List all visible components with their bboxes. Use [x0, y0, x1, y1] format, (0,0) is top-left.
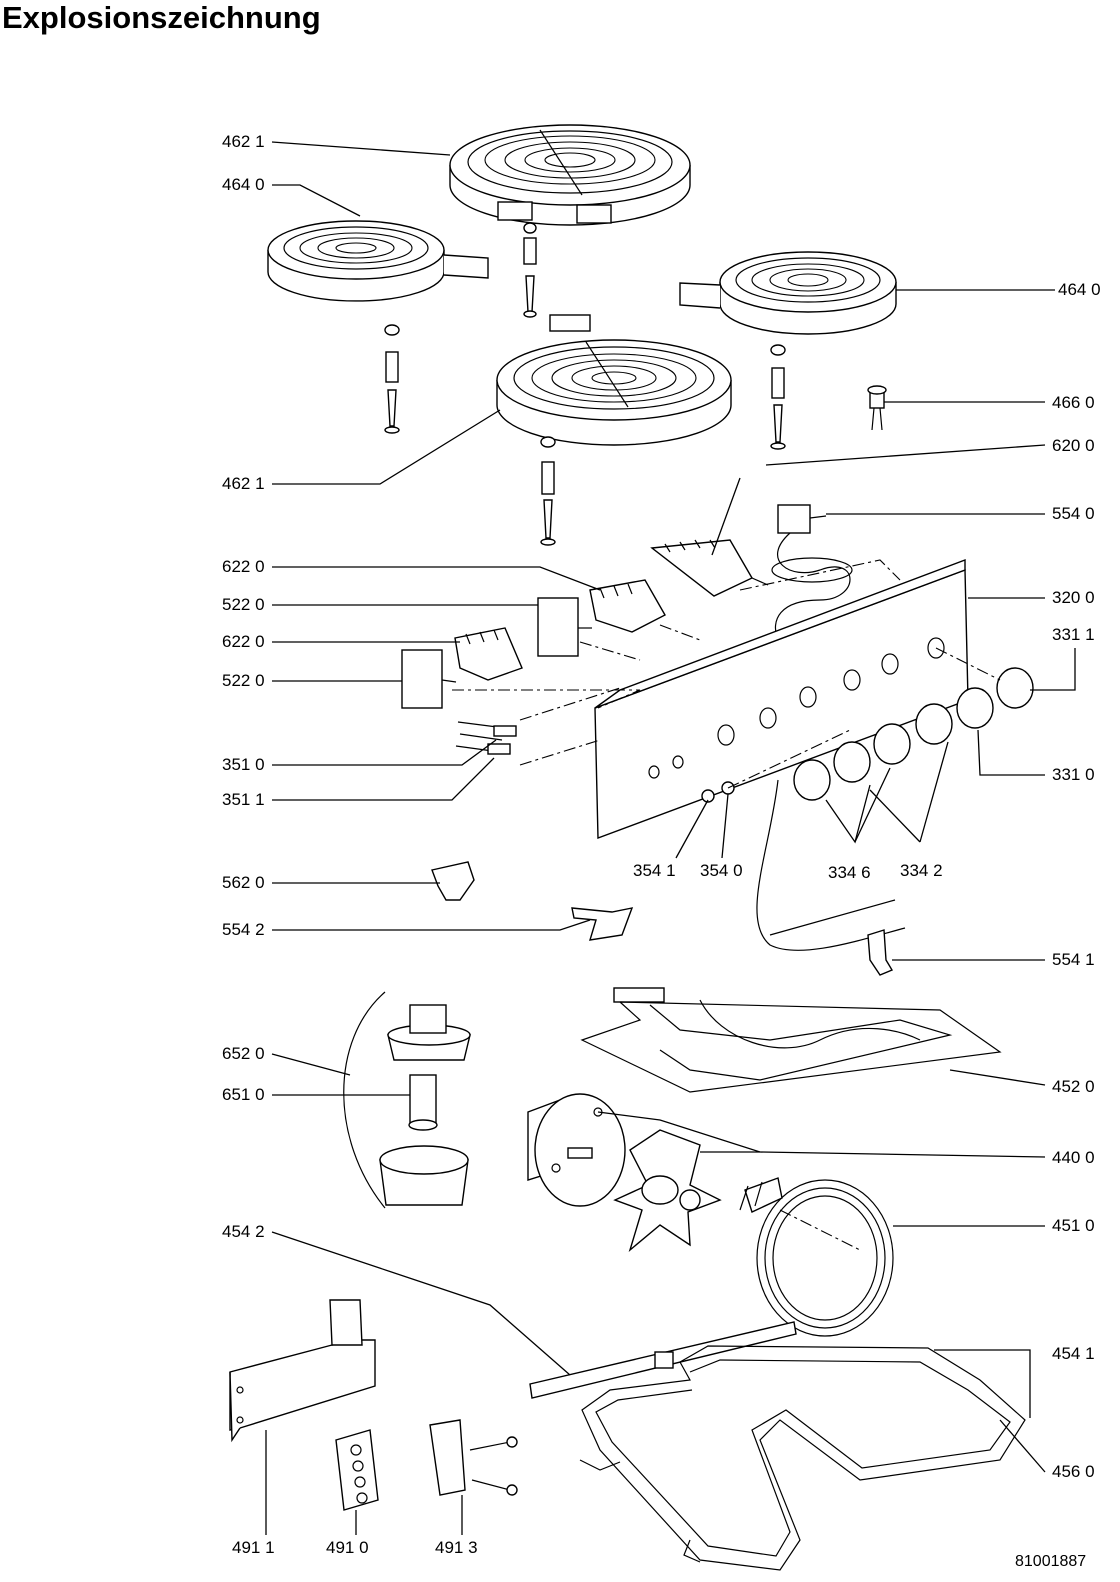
- thermostat: [771, 504, 853, 641]
- knob-set: [701, 667, 1034, 803]
- part-label-462-1-top: 462 1: [222, 132, 265, 151]
- energy-regulator-upper: [537, 597, 592, 657]
- part-label-354-1: 354 1: [633, 861, 676, 880]
- part-label-491-1: 491 1: [232, 1538, 275, 1557]
- part-label-522-0-a: 522 0: [222, 595, 265, 614]
- part-label-464-0-right: 464 0: [1058, 280, 1101, 299]
- bottom-heating-element: [579, 1345, 1026, 1571]
- part-label-554-1: 554 1: [1052, 950, 1095, 969]
- part-label-622-0-b: 622 0: [222, 632, 265, 651]
- energy-regulator-lower: [401, 649, 457, 709]
- capillary-tube: [756, 779, 906, 976]
- part-label-456-0: 456 0: [1052, 1462, 1095, 1481]
- mounting-set-center: [540, 436, 556, 546]
- leader-lines: [265, 141, 1076, 1535]
- control-panel: [594, 558, 969, 839]
- cover-bracket: [229, 1299, 376, 1443]
- part-label-554-2: 554 2: [222, 920, 265, 939]
- part-label-651-0: 651 0: [222, 1085, 265, 1104]
- part-label-491-0: 491 0: [326, 1538, 369, 1557]
- bracket-554-2: [571, 907, 634, 941]
- oven-lamp-assembly: [343, 991, 471, 1209]
- part-label-522-0-b: 522 0: [222, 671, 265, 690]
- mounting-set-right: [770, 344, 786, 450]
- clip-562: [431, 861, 475, 901]
- part-label-454-2: 454 2: [222, 1222, 265, 1241]
- part-label-320-0: 320 0: [1052, 588, 1095, 607]
- part-label-331-1: 331 1: [1052, 625, 1095, 644]
- part-label-491-3: 491 3: [435, 1538, 478, 1557]
- grill-element: [580, 987, 1002, 1093]
- part-label-331-0: 331 0: [1052, 765, 1095, 784]
- part-label-652-0: 652 0: [222, 1044, 265, 1063]
- terminal-block: [335, 1429, 379, 1511]
- part-label-354-0: 354 0: [700, 861, 743, 880]
- hotplate-small-left: [267, 220, 489, 302]
- pilot-lamp: [867, 385, 887, 431]
- hotplate-large-center: [496, 314, 732, 446]
- part-label-554-0: 554 0: [1052, 504, 1095, 523]
- ring-heating-element: [739, 1177, 894, 1337]
- part-label-334-6: 334 6: [828, 863, 871, 882]
- part-label-351-1: 351 1: [222, 790, 265, 809]
- part-label-334-2: 334 2: [900, 861, 943, 880]
- part-label-462-1-mid: 462 1: [222, 474, 265, 493]
- mounting-set-left: [384, 324, 400, 434]
- part-label-466-0: 466 0: [1052, 393, 1095, 412]
- part-label-440-0: 440 0: [1052, 1148, 1095, 1167]
- document-number: 81001887: [1015, 1553, 1087, 1570]
- part-label-620-0: 620 0: [1052, 436, 1095, 455]
- part-label-464-0-left: 464 0: [222, 175, 265, 194]
- hotplate-small-right: [679, 251, 897, 335]
- hotplate-large-top: [449, 124, 691, 226]
- assembly-lines: [452, 559, 1001, 1251]
- selector-switch-upper: [589, 579, 666, 633]
- page-title: Explosionszeichnung: [2, 0, 321, 35]
- selector-switch-lower: [454, 627, 523, 681]
- strain-relief: [429, 1419, 518, 1496]
- part-label-452-0: 452 0: [1052, 1077, 1095, 1096]
- part-label-451-0: 451 0: [1052, 1216, 1095, 1235]
- cable-set: [455, 721, 517, 755]
- part-label-454-1: 454 1: [1052, 1344, 1095, 1363]
- part-label-622-0-a: 622 0: [222, 557, 265, 576]
- fan-motor: [527, 1093, 626, 1207]
- selector-switch-620: [650, 539, 769, 597]
- part-label-351-0: 351 0: [222, 755, 265, 774]
- part-label-562-0: 562 0: [222, 873, 265, 892]
- fan-wheel: [613, 1129, 722, 1253]
- mounting-set-top: [523, 222, 537, 318]
- bracket-strip: [529, 1321, 797, 1399]
